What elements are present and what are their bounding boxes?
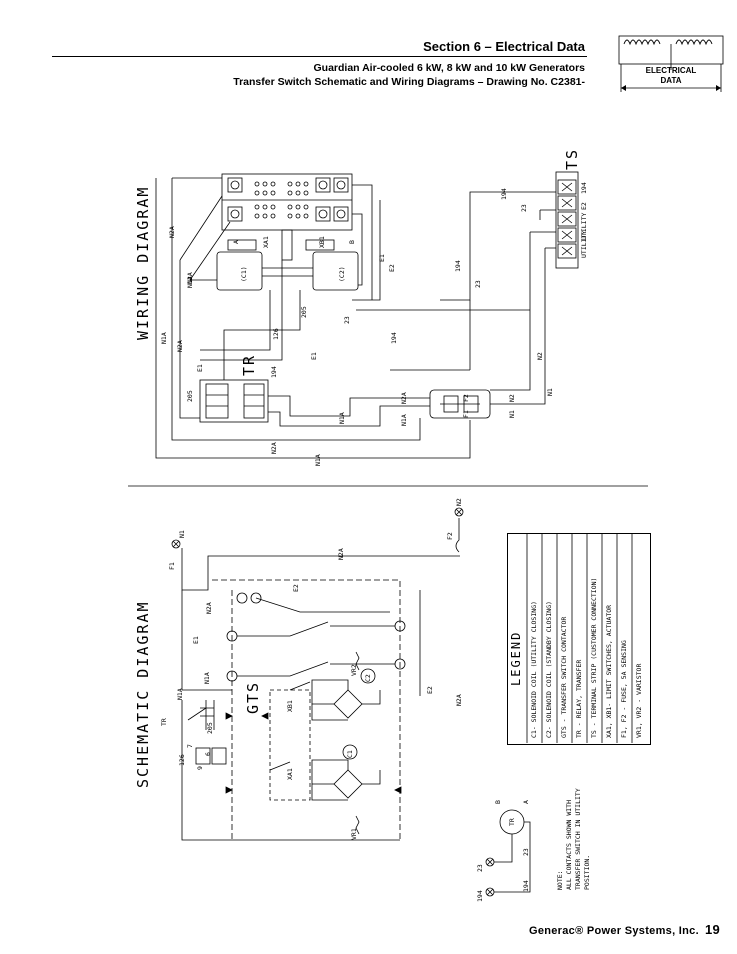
legend-box bbox=[507, 533, 651, 745]
legend-title: LEGEND bbox=[509, 630, 523, 686]
legend-item-gts: GTS - TRANSFER SWITCH CONTACTOR bbox=[560, 616, 568, 738]
legend-item-varistors: VR1, VR2 - VARISTOR bbox=[635, 663, 643, 738]
electrical-data-logo: ELECTRICAL DATA bbox=[618, 30, 724, 96]
bridge-rectifier-upper bbox=[311, 668, 381, 721]
legend-item-c2: C2- SOLENOID COIL (STANDBY CLOSING) bbox=[545, 601, 553, 738]
legend-item-tr: TR - RELAY, TRANSFER bbox=[575, 659, 583, 738]
generator-subtitle: Guardian Air-cooled 6 kW, 8 kW and 10 kW… bbox=[313, 62, 585, 74]
legend-item-c1: C1- SOLENOID COIL (UTILITY CLOSING) bbox=[530, 601, 538, 738]
legend-item-xa1-xb1: XA1, XB1- LIMIT SWITCHES, ACTUATOR bbox=[605, 604, 613, 738]
legend-item-fuses: F1, F2 - FUSE, 5A SENSING bbox=[620, 640, 628, 738]
legend-item-ts: TS - TERMINAL STRIP (CUSTOMER CONNECTION… bbox=[590, 577, 598, 738]
footer-company: Generac® Power Systems, Inc. bbox=[528, 925, 699, 937]
bridge-rectifier-lower bbox=[311, 744, 381, 801]
header-rule bbox=[52, 56, 587, 57]
page-footer: Generac® Power Systems, Inc. 19 bbox=[420, 922, 720, 937]
coil-logo-icon bbox=[618, 35, 724, 92]
page-number: 19 bbox=[704, 922, 720, 937]
section-title: Section 6 – Electrical Data bbox=[423, 39, 585, 54]
drawing-subtitle: Transfer Switch Schematic and Wiring Dia… bbox=[233, 76, 585, 88]
contactor-holes bbox=[254, 181, 309, 219]
wiring-diagram bbox=[155, 171, 579, 459]
schematic-diagram bbox=[171, 507, 531, 897]
logo-line1: ELECTRICAL bbox=[645, 66, 697, 75]
logo-line2: DATA bbox=[660, 76, 682, 85]
